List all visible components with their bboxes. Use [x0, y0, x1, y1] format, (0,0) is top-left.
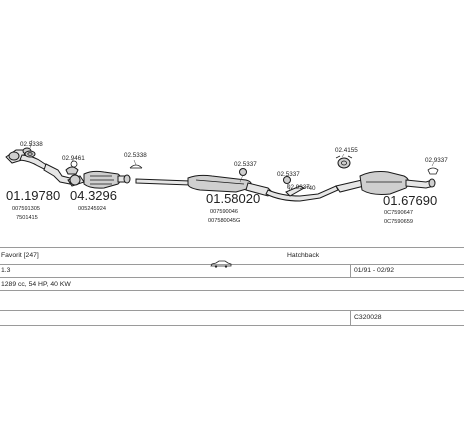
- fitting-clamp-7: [427, 167, 439, 175]
- table-border-row4: [0, 310, 464, 311]
- fitting-label-2: 02.9461: [62, 155, 85, 162]
- catalytic-converter: [67, 170, 131, 189]
- fitting-label-4: 02.5337: [234, 161, 257, 168]
- part-ref-1a: 007591305: [12, 206, 40, 212]
- table-border-row3: [0, 290, 464, 291]
- fitting-hanger-6: [335, 155, 353, 169]
- part-ref-1b: 7501415: [16, 215, 38, 221]
- part-code-4: 01.67690: [383, 193, 437, 208]
- connecting-pipe: [265, 185, 339, 202]
- table-border-row1: [0, 264, 464, 265]
- fitting-label-1: 02.5338: [20, 141, 43, 148]
- fitting-label-8: 02.9337: [425, 157, 448, 164]
- part-ref-4a: 0C7590647: [384, 210, 413, 216]
- part-code-3: 01.58020: [206, 191, 260, 206]
- front-pipe: [5, 147, 71, 185]
- table-divider-dates: [350, 264, 351, 277]
- fitting-gasket-1: [24, 150, 36, 158]
- part-ref-3a: 007590046: [210, 209, 238, 215]
- exhaust-diagram: 01.19780 007591305 7501415 04.3296 00524…: [5, 139, 448, 225]
- vehicle-model: Favorit [247]: [1, 252, 39, 259]
- rear-silencer: [335, 171, 436, 195]
- fitting-clamp-3: [129, 164, 143, 169]
- part-ref-3b: 007580045G: [208, 218, 240, 224]
- fitting-label-5: 02.5337: [277, 171, 300, 178]
- part-code-2: 04.3296: [70, 188, 117, 203]
- part-ref-4b: 0C7590659: [384, 219, 413, 225]
- car-icon: [210, 255, 232, 273]
- table-border-bottom: [0, 325, 464, 326]
- table-border-top: [0, 247, 464, 248]
- vehicle-dates: 01/91 - 02/92: [354, 267, 395, 274]
- table-border-row2: [0, 277, 464, 278]
- fitting-label-7: 02.4155: [335, 147, 358, 154]
- catalog-number: C320028: [354, 314, 382, 321]
- table-divider-catalog: [350, 310, 351, 325]
- part-code-1: 01.19780: [6, 188, 60, 203]
- fitting-label-3: 02.5338: [124, 152, 147, 159]
- fitting-hanger-4: [239, 168, 247, 183]
- vehicle-body: Hatchback: [287, 252, 320, 259]
- fitting-clamp-2: [65, 166, 79, 175]
- fitting-label-6: 02.9337: [287, 184, 310, 191]
- fitting-hanger-5: [283, 176, 291, 191]
- vehicle-specs: 1289 cc, 54 HP, 40 KW: [1, 281, 71, 288]
- middle-silencer-pipe: [135, 174, 273, 197]
- vehicle-engine: 1.3: [1, 267, 11, 274]
- part-ref-2a: 005245924: [78, 206, 106, 212]
- note-label: *40: [306, 185, 316, 192]
